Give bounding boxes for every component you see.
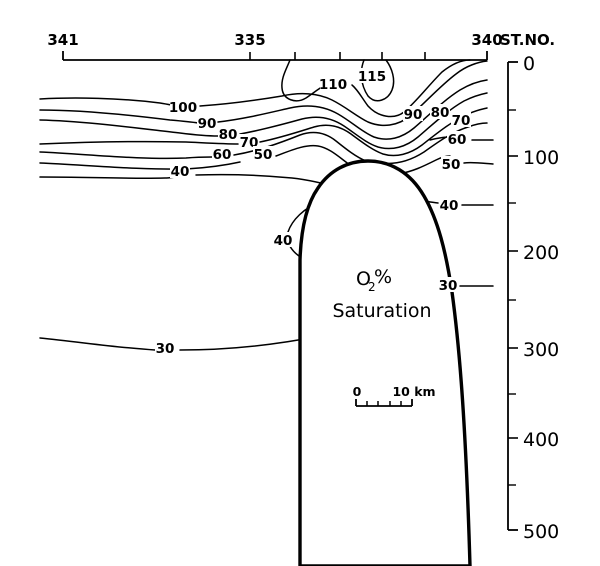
- contour-label-70-right: 70: [452, 113, 471, 129]
- scale-bar-label-left: 0: [353, 384, 362, 399]
- station-label-340: 340: [471, 31, 502, 49]
- label-bg-70-left: [239, 134, 259, 149]
- depth-label-500: 500: [523, 521, 559, 543]
- contour-50-left: [39, 161, 241, 170]
- title-percent: %: [374, 266, 392, 288]
- contour-label-80-left: 80: [219, 127, 238, 143]
- contour-70-left: [39, 140, 239, 145]
- station-axis-caption: ST.NO.: [500, 31, 555, 49]
- depth-label-100: 100: [523, 147, 559, 169]
- title-o2: O: [356, 268, 371, 290]
- contour-label-60-left: 60: [213, 147, 232, 163]
- contour-90-right: [217, 79, 488, 140]
- station-label-335: 335: [234, 31, 265, 49]
- contour-label-40-right: 40: [440, 198, 459, 214]
- contour-label-group: 110 115 100 90 80 70 60 50 40: [155, 68, 471, 357]
- contour-100-right: [199, 60, 488, 127]
- contour-label-90-right: 90: [404, 107, 423, 123]
- contour-90-left: [39, 109, 199, 124]
- contour-label-100: 100: [169, 100, 197, 116]
- label-bg-90-right: [403, 106, 423, 121]
- label-bg-70-right: [451, 112, 471, 127]
- contour-label-30-deep: 30: [156, 341, 175, 357]
- contour-label-110: 110: [319, 77, 347, 93]
- contour-label-40-left: 40: [171, 164, 190, 180]
- label-bg-40-left: [170, 163, 190, 178]
- label-bg-50-left: [253, 146, 273, 161]
- contour-label-30-right: 30: [439, 278, 458, 294]
- depth-label-200: 200: [523, 242, 559, 264]
- contour-label-80-right: 80: [431, 105, 450, 121]
- label-bg-100: [170, 99, 196, 114]
- contour-80-right: [239, 92, 488, 150]
- scale-bar-label-right: 10 km: [392, 384, 435, 399]
- contour-60-right: [379, 122, 488, 165]
- label-bg-110: [320, 76, 346, 91]
- contour-80-left: [39, 119, 219, 137]
- label-bg-30-right: [438, 277, 458, 292]
- title-saturation: Saturation: [332, 300, 431, 322]
- contour-label-50-left: 50: [254, 147, 273, 163]
- station-label-341: 341: [47, 31, 78, 49]
- contour-40-left: [39, 176, 177, 180]
- contour-30-deep: [39, 337, 156, 351]
- scale-bar: 0 10 km: [353, 384, 436, 407]
- contour-label-60-right: 60: [448, 132, 467, 148]
- contour-label-115: 115: [358, 69, 386, 85]
- label-bg-80-right: [430, 104, 450, 119]
- label-bg-40-right: [439, 197, 459, 212]
- label-bg-40-bank: [273, 232, 293, 247]
- label-bg-50-right: [441, 156, 461, 171]
- seamount-bathymetry: [298, 159, 472, 566]
- title-subscript-2: 2: [368, 280, 376, 294]
- label-bg-90-left: [197, 115, 217, 130]
- label-bg-30-deep: [155, 340, 175, 355]
- contour-100-left: [39, 97, 177, 107]
- label-bg-115: [359, 68, 385, 83]
- label-bg-60-left: [212, 146, 232, 161]
- contour-label-40-bank: 40: [274, 233, 293, 249]
- figure-title-block: O 2 % Saturation: [332, 266, 431, 322]
- top-station-axis: [62, 51, 488, 61]
- label-bg-60-right: [447, 131, 467, 146]
- contour-60-left: [39, 151, 213, 160]
- label-bg-80-left: [218, 126, 238, 141]
- depth-label-300: 300: [523, 339, 559, 361]
- contour-label-90-left: 90: [198, 116, 217, 132]
- depth-label-0: 0: [523, 53, 535, 75]
- depth-label-400: 400: [523, 429, 559, 451]
- depth-axis: [507, 61, 518, 531]
- contour-label-50-right: 50: [442, 157, 461, 173]
